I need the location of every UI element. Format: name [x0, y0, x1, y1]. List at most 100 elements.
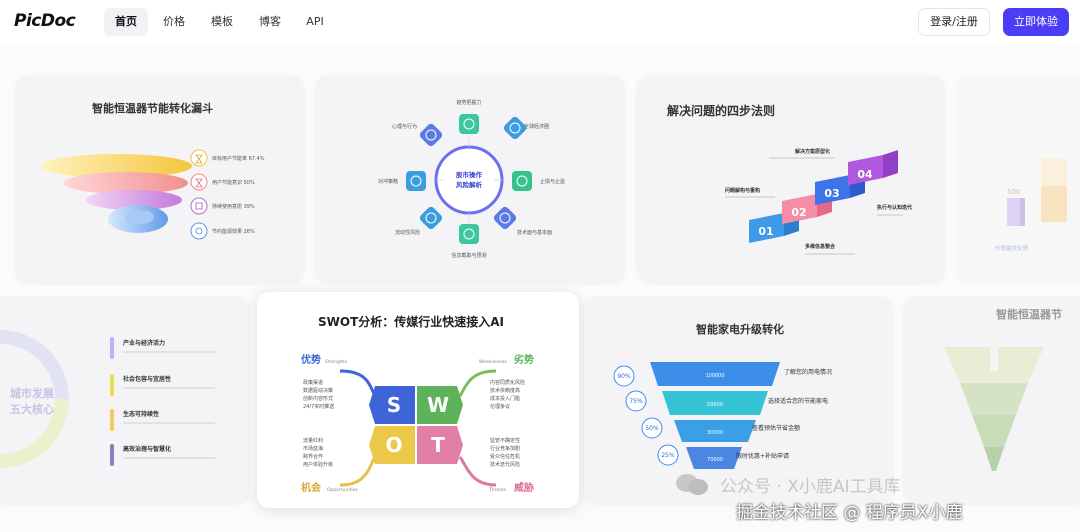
city-item-3: 生态可持续性 — [123, 410, 159, 418]
svg-text:内容同质化风险: 内容同质化风险 — [490, 379, 525, 386]
step-4-number: 04 — [857, 168, 873, 181]
template-card-appliance-upgrade[interactable]: 智能家电升级转化 90% 75% 50% 25% 100000 50000 30… — [584, 297, 892, 503]
swot-illustration: S W O T 优势 Strengths 劣势 Weaknesses 机会 Op… — [301, 353, 534, 494]
step-3-label: 解决方案原型化 — [795, 148, 830, 155]
template-card-partial-right-bottom[interactable]: 智能恒温器节 — [904, 297, 1080, 503]
step-1-number: 01 — [758, 225, 773, 238]
swot-letter-w: W — [427, 393, 449, 417]
svg-text:行业竞争加剧: 行业竞争加剧 — [490, 445, 520, 452]
svg-text:24/7实时推送: 24/7实时推送 — [303, 403, 334, 410]
row-1-pct: 90% — [617, 373, 631, 380]
swot-w-title: 劣势 — [514, 353, 534, 366]
row-3-value: 30000 — [707, 430, 723, 436]
svg-text:技术迭代风险: 技术迭代风险 — [490, 461, 520, 468]
card-title: 解决问题的四步法则 — [667, 104, 776, 118]
partial-value: 500 — [1007, 188, 1020, 196]
nav-api[interactable]: API — [306, 15, 324, 28]
nav-pricing[interactable]: 价格 — [163, 15, 185, 28]
step-3-number: 03 — [824, 187, 839, 200]
appliance-funnel: 90% 75% 50% 25% 100000 50000 30000 70000… — [613, 362, 832, 469]
nav-blog[interactable]: 博客 — [259, 15, 281, 28]
row-1-label: 了解您的用电情况 — [784, 368, 832, 376]
partial-funnel — [944, 337, 1044, 471]
svg-text:创新内容形式: 创新内容形式 — [303, 395, 333, 402]
swot-t-title: 威胁 — [514, 481, 534, 494]
svg-text:监管不确定性: 监管不确定性 — [490, 437, 520, 444]
svg-text:技术依赖度高: 技术依赖度高 — [490, 387, 520, 394]
city-item-2: 社会包容与宜居性 — [122, 375, 171, 383]
swot-w-en: Weaknesses — [479, 359, 507, 365]
row-4-label: 限时优惠+补贴申请 — [736, 452, 789, 460]
swot-t-en: Threats — [488, 487, 507, 493]
login-register-button[interactable]: 登录/注册 — [918, 8, 990, 36]
svg-text:流量红利: 流量红利 — [303, 437, 323, 444]
card-title: 智能恒温器节 — [996, 308, 1062, 321]
funnel-legend: 目标用户节能率 67.4% 用户节能意识 50% 持续使用意愿 39% 节约能源… — [190, 149, 265, 240]
watermark-line-2: 掘金技术社区 @ 程序员X小鹿 — [736, 503, 963, 523]
swot-letter-o: O — [385, 433, 402, 457]
template-card-swot[interactable]: SWOT分析：传媒行业快速接入AI S W O T 优势 Strengths 劣… — [257, 292, 579, 508]
steps-illustration: 01 02 03 04 问题解构与重构 多维信息整合 解决方案原型化 执行与认知… — [725, 148, 912, 255]
nav-templates[interactable]: 模板 — [211, 15, 233, 28]
swot-s-title: 优势 — [301, 353, 321, 366]
swot-o-en: Opportunities — [327, 487, 358, 493]
wechat-icon — [676, 472, 714, 498]
partial-label: 价值最快反馈 — [995, 244, 1029, 252]
watermark: 公众号 · X小鹿AI工具库 掘金技术社区 @ 程序员X小鹿 — [672, 468, 1072, 528]
row-2-label: 选择适合您的节能家电 — [768, 397, 828, 405]
row-1-value: 100000 — [705, 373, 724, 379]
funnel-legend-1: 目标用户节能率 67.4% — [212, 155, 265, 162]
top-nav-bar: PicDoc 首页 价格 模板 博客 API 登录/注册 立即体验 — [0, 0, 1080, 44]
radial-label-8: 心理与行为 — [392, 123, 417, 130]
funnel-legend-3: 持续使用意愿 39% — [212, 203, 255, 210]
funnel-legend-4: 节约能源效果 26% — [212, 228, 255, 235]
svg-text:政策渠道: 政策渠道 — [303, 379, 323, 386]
card-title: 智能恒温器节能转化漏斗 — [92, 102, 213, 115]
swot-letter-t: T — [431, 433, 445, 457]
radial-label-2: 全球经济圈 — [524, 123, 549, 130]
template-card-partial-right-top[interactable]: 500 价值最快反馈 — [957, 76, 1080, 282]
svg-text:用户体验升级: 用户体验升级 — [303, 461, 333, 468]
center-line-2: 风险解析 — [456, 180, 483, 189]
nav-home[interactable]: 首页 — [104, 8, 148, 36]
svg-text:市场蓝海: 市场蓝海 — [303, 445, 323, 452]
step-1-label: 问题解构与重构 — [725, 187, 760, 194]
ring-text-2: 五大核心 — [10, 402, 54, 416]
step-4-label: 执行与认知迭代 — [877, 204, 912, 211]
row-3-label: 查看预估节省金额 — [752, 424, 800, 432]
step-2-label: 多维信息整合 — [805, 243, 836, 250]
center-line-1: 股市操作 — [456, 170, 483, 179]
city-illustration: 城市发展 五大核心 产业与经济活力 社会包容与宜居性 生态可持续性 高效治理与智… — [0, 330, 215, 468]
card-title: 智能家电升级转化 — [696, 323, 784, 336]
svg-text:伦理争议: 伦理争议 — [490, 403, 510, 410]
swot-letter-s: S — [387, 393, 401, 417]
svg-text:成本投入门槛: 成本投入门槛 — [490, 395, 520, 402]
template-card-thermostat-funnel[interactable]: 智能恒温器节能转化漏斗 目标用户节能率 67.4% 用户节能意识 50% 持续使… — [16, 76, 303, 282]
row-4-value: 70000 — [707, 457, 723, 463]
radial-label-4: 技术面与基本面 — [517, 229, 552, 236]
try-now-button[interactable]: 立即体验 — [1003, 8, 1069, 36]
radial-label-6: 流动性风险 — [395, 229, 420, 236]
swot-o-title: 机会 — [301, 481, 321, 494]
picdoc-logo[interactable]: PicDoc — [14, 11, 76, 31]
svg-text:受众信任危机: 受众信任危机 — [490, 453, 520, 460]
city-item-1: 产业与经济活力 — [123, 339, 165, 347]
template-card-four-steps[interactable]: 解决问题的四步法则 01 02 03 04 问题解构与重构 多维信息整合 解决方… — [637, 76, 944, 282]
svg-text:跨界合作: 跨界合作 — [303, 453, 323, 460]
radial-label-1: 趋势把握力 — [456, 99, 481, 106]
row-4-pct: 25% — [661, 452, 675, 459]
template-card-city-development[interactable]: 城市发展 五大核心 产业与经济活力 社会包容与宜居性 生态可持续性 高效治理与智… — [0, 297, 249, 503]
swot-s-en: Strengths — [325, 359, 347, 365]
radial-label-3: 止损与止盈 — [540, 178, 565, 185]
city-item-4: 高效治理与智慧化 — [123, 445, 171, 453]
radial-label-5: 信息截取与预测 — [451, 252, 486, 259]
template-card-stock-analysis[interactable]: 股市操作 风险解析 趋势把握力 全球经济圈 止损与止盈 技术面与基本面 信息截取 — [316, 76, 624, 282]
funnel-legend-2: 用户节能意识 50% — [212, 179, 255, 186]
row-2-pct: 75% — [629, 398, 643, 405]
svg-text:数据驱动决策: 数据驱动决策 — [303, 387, 333, 394]
radial-label-7: 对冲策略 — [378, 178, 398, 185]
ring-text-1: 城市发展 — [10, 386, 55, 400]
funnel-illustration: 目标用户节能率 67.4% 用户节能意识 50% 持续使用意愿 39% 节约能源… — [40, 149, 265, 240]
step-2-number: 02 — [791, 206, 806, 219]
row-3-pct: 50% — [645, 425, 659, 432]
